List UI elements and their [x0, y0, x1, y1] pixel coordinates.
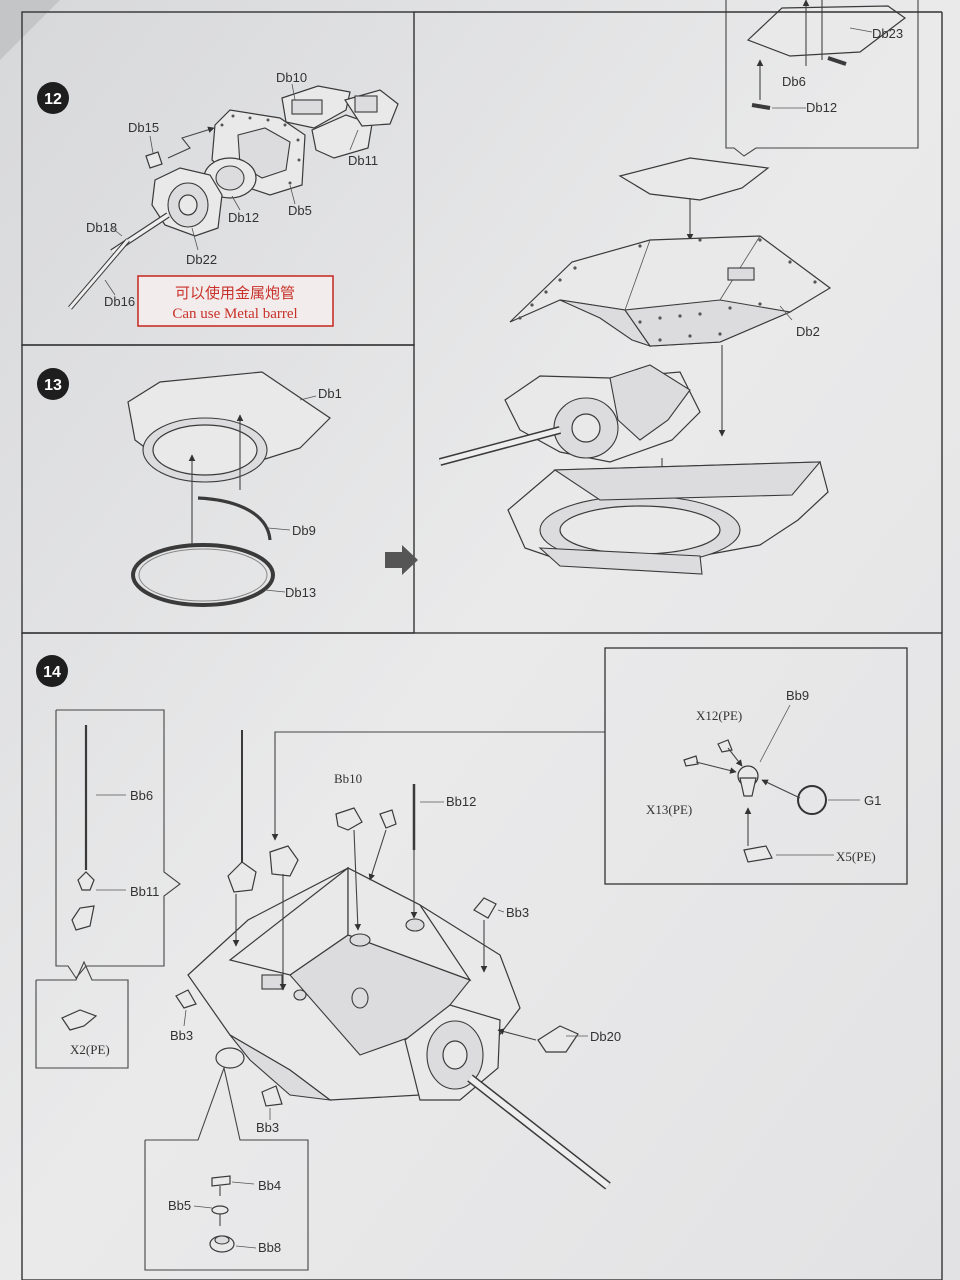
part-label-db12: Db12 — [228, 210, 259, 225]
part-label-bb3-right: Bb3 — [506, 905, 529, 920]
part-label-db6: Db6 — [782, 74, 806, 89]
step13-badge: 13 — [37, 368, 69, 400]
part-label-db2: Db2 — [796, 324, 820, 339]
part-label-bb11: Bb11 — [130, 884, 159, 899]
rivet — [544, 290, 548, 294]
rivet — [758, 238, 762, 242]
part-label-db15: Db15 — [128, 120, 159, 135]
rivet — [698, 238, 702, 242]
part-label-db22: Db22 — [186, 252, 217, 267]
step14-badge: 14 — [36, 655, 68, 687]
part-label-bb3-left: Bb3 — [170, 1028, 193, 1043]
part-label-db12b: Db12 — [806, 100, 837, 115]
antenna-callout — [35, 709, 181, 1069]
part-label-db9: Db9 — [292, 523, 316, 538]
part-label-bb8: Bb8 — [258, 1240, 281, 1255]
part-label-x5: X5(PE) — [836, 849, 876, 864]
rivet — [518, 316, 522, 320]
rivet — [658, 338, 662, 342]
rivet — [688, 334, 692, 338]
part-label-db18: Db18 — [86, 220, 117, 235]
rivet — [728, 306, 732, 310]
part-label-bb3-bottom: Bb3 — [256, 1120, 279, 1135]
rivet — [658, 316, 662, 320]
rivet — [678, 314, 682, 318]
step12-parts-drawing — [68, 83, 399, 310]
part-label-bb6: Bb6 — [130, 788, 153, 803]
turret-main-drawing — [175, 730, 611, 1190]
part-label-x2: X2(PE) — [70, 1042, 110, 1057]
turret-roof-drawing — [509, 157, 832, 437]
hatch-detail-callout — [271, 647, 908, 885]
part-label-x13: X13(PE) — [646, 802, 692, 817]
part-label-bb12: Bb12 — [446, 794, 476, 809]
step14-number: 14 — [43, 664, 61, 681]
step12-badge: 12 — [37, 82, 69, 114]
metal-barrel-note: 可以使用金属炮管 Can use Metal barrel — [137, 275, 334, 327]
step12-number: 12 — [44, 91, 62, 108]
roof-detail-callout — [725, 0, 919, 157]
rivet — [530, 303, 534, 307]
roof-rivets — [518, 238, 817, 342]
part-label-db1: Db1 — [318, 386, 342, 401]
rivet — [698, 312, 702, 316]
note-chinese: 可以使用金属炮管 — [175, 285, 295, 302]
part-label-x12: X12(PE) — [696, 708, 742, 723]
part-label-db23: Db23 — [872, 26, 903, 41]
part-label-bb5: Bb5 — [168, 1198, 191, 1213]
periscope-callout — [144, 1066, 309, 1271]
part-label-g1: G1 — [864, 793, 881, 808]
part-label-db13: Db13 — [285, 585, 316, 600]
step14-frame — [21, 632, 943, 1280]
rivet — [788, 260, 792, 264]
part-label-db11: Db11 — [348, 153, 378, 168]
rivet — [758, 302, 762, 306]
rivet — [558, 278, 562, 282]
part-label-db10: Db10 — [276, 70, 307, 85]
step13-number: 13 — [44, 377, 62, 394]
part-label-bb9: Bb9 — [786, 688, 809, 703]
part-label-bb4: Bb4 — [258, 1178, 281, 1193]
part-label-bb10: Bb10 — [334, 771, 362, 786]
rivet — [638, 244, 642, 248]
rivet — [718, 332, 722, 336]
rivet — [638, 320, 642, 324]
rivet — [573, 266, 577, 270]
part-label-db16: Db16 — [104, 294, 135, 309]
page-shadow — [0, 0, 60, 60]
next-step-arrow — [385, 545, 418, 575]
turret-assembly-drawing — [438, 364, 829, 575]
step13-ring-drawing — [127, 371, 331, 607]
part-label-db20: Db20 — [590, 1029, 621, 1044]
rivet — [813, 280, 817, 284]
part-label-db5: Db5 — [288, 203, 312, 218]
note-english: Can use Metal barrel — [172, 306, 297, 322]
